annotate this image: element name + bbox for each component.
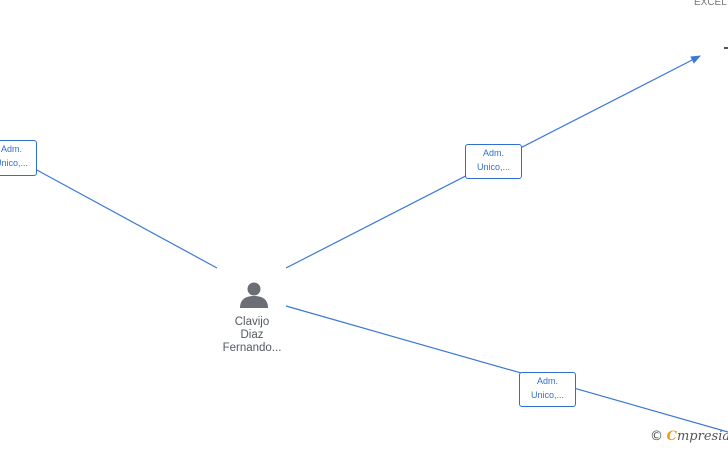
person-name-line-2: Diaz (240, 329, 264, 341)
edge-line-bottom-right (285, 305, 728, 433)
edge-label-left-line-2: Unico,... (0, 158, 28, 168)
copyright-icon: © (650, 429, 663, 444)
top-right-node-label[interactable]: EXCEL (694, 0, 727, 8)
brand-logo-rest: mpresia (676, 429, 728, 444)
edge-label-bottom-right-line-1: Adm. (536, 376, 558, 386)
edge-label-left[interactable]: Adm. Unico,... (0, 140, 37, 176)
brand-logo: Cmpresia (667, 429, 728, 444)
person-icon[interactable] (240, 282, 268, 309)
empresia-watermark: © Cmpresia (650, 428, 728, 444)
edge-label-left-line-1: Adm. (0, 144, 22, 154)
person-name-line-3: Fernando... (222, 342, 282, 354)
edge-label-bottom-right-line-2: Unico,... (530, 390, 564, 400)
edge-label-top-right-line-2: Unico,... (476, 162, 510, 172)
person-name-line-1: Clavijo (234, 316, 270, 328)
edge-label-bottom-right[interactable]: Adm. Unico,... (519, 372, 576, 407)
edge-label-top-right-line-1: Adm. (482, 148, 504, 158)
person-name[interactable]: Clavijo Diaz Fernando... (207, 316, 297, 355)
brand-logo-initial: C (666, 429, 677, 444)
edge-label-top-right[interactable]: Adm. Unico,... (465, 144, 522, 179)
